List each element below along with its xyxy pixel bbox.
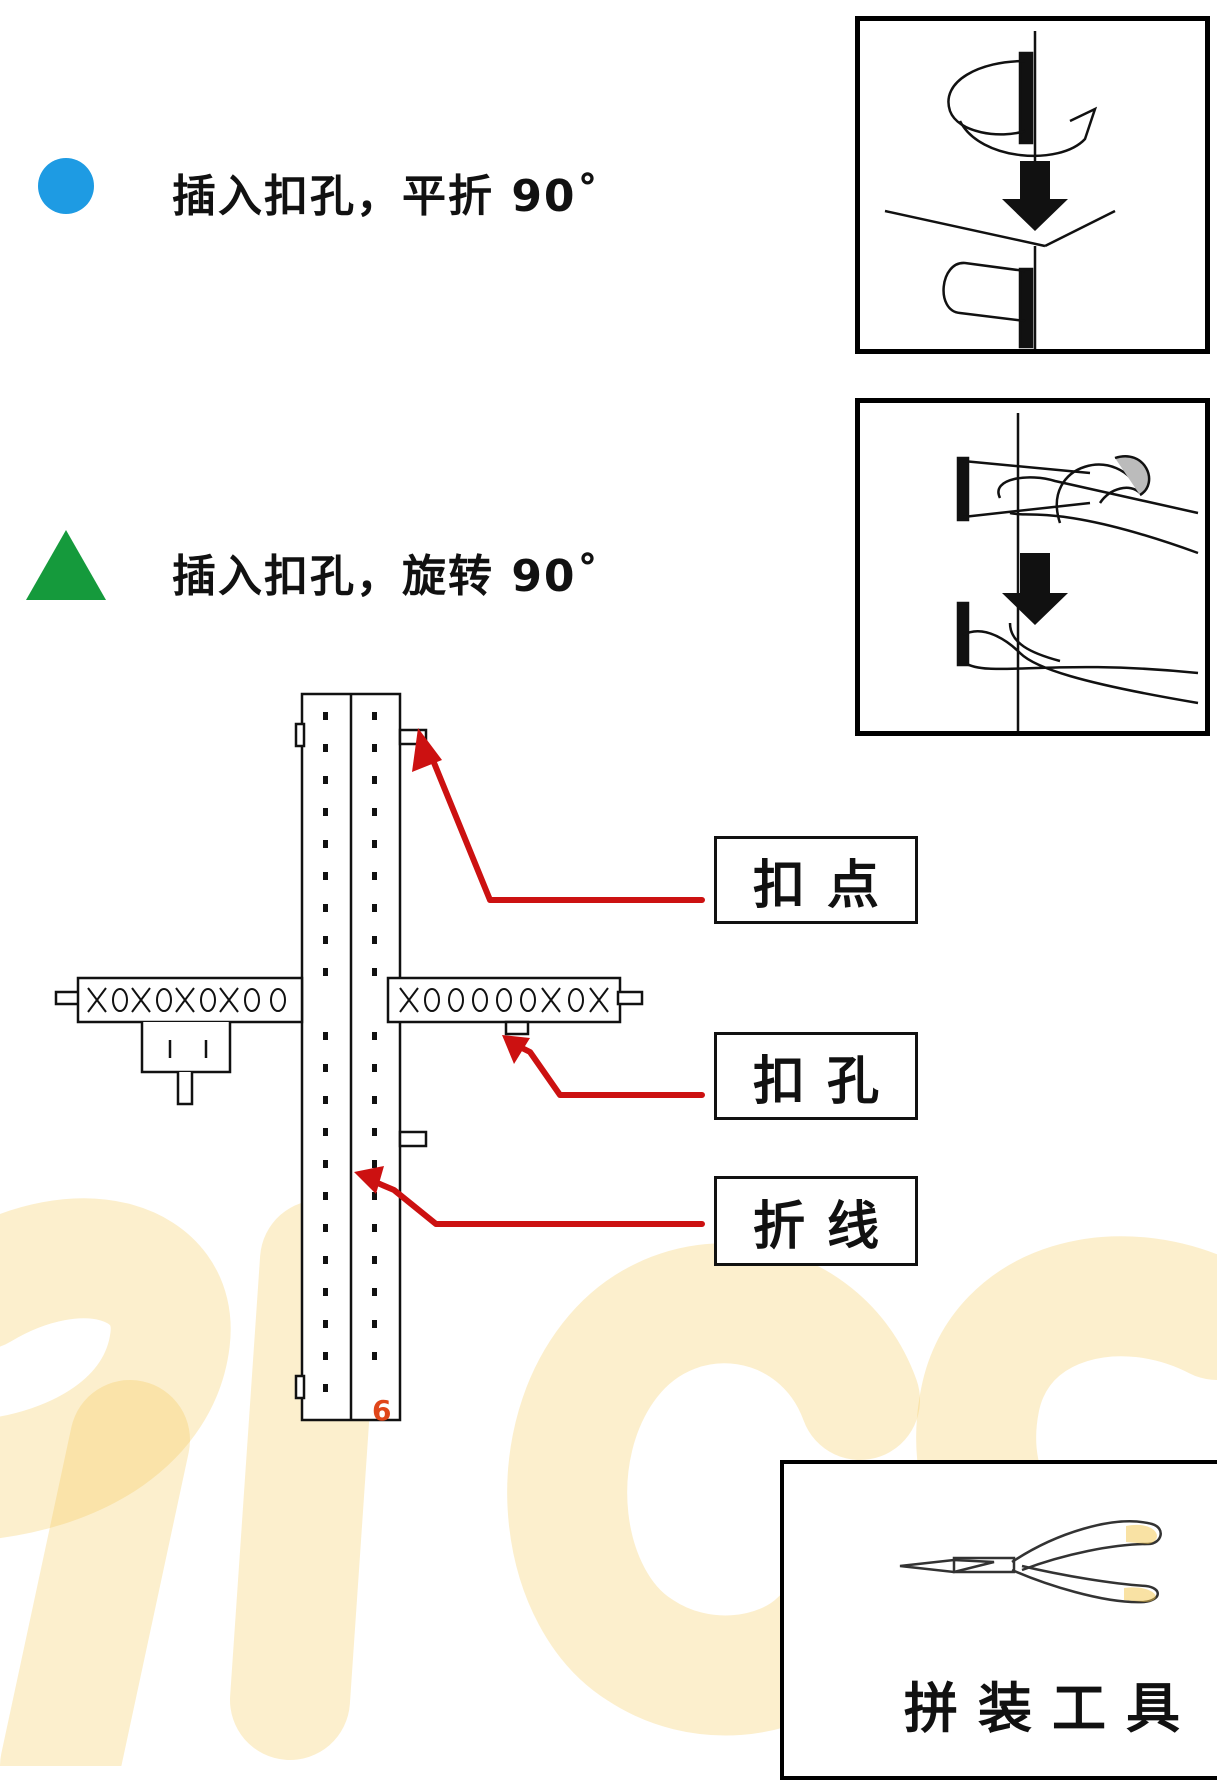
flat-fold-illustration — [855, 16, 1210, 354]
cross-part-diagram — [54, 692, 644, 1422]
tool-panel-label: 拼装工具 — [904, 1677, 1200, 1740]
green-triangle-icon — [26, 530, 106, 600]
callout-buckle-point-label: 扣点 — [714, 836, 918, 924]
callout-buckle-hole-label: 扣孔 — [714, 1032, 918, 1120]
rotate-illustration — [855, 398, 1210, 736]
tool-panel: 拼装工具 — [780, 1460, 1217, 1780]
legend-flat-fold-text: 插入扣孔，平折 90˚ — [172, 171, 601, 222]
part-number-label: 6 — [372, 1394, 392, 1427]
callout-fold-line-label: 折线 — [714, 1176, 918, 1266]
blue-circle-icon — [38, 158, 94, 214]
callout-arrows — [354, 728, 705, 1227]
legend-rotate-text: 插入扣孔，旋转 90˚ — [172, 551, 601, 602]
pliers-icon — [899, 1520, 1162, 1604]
